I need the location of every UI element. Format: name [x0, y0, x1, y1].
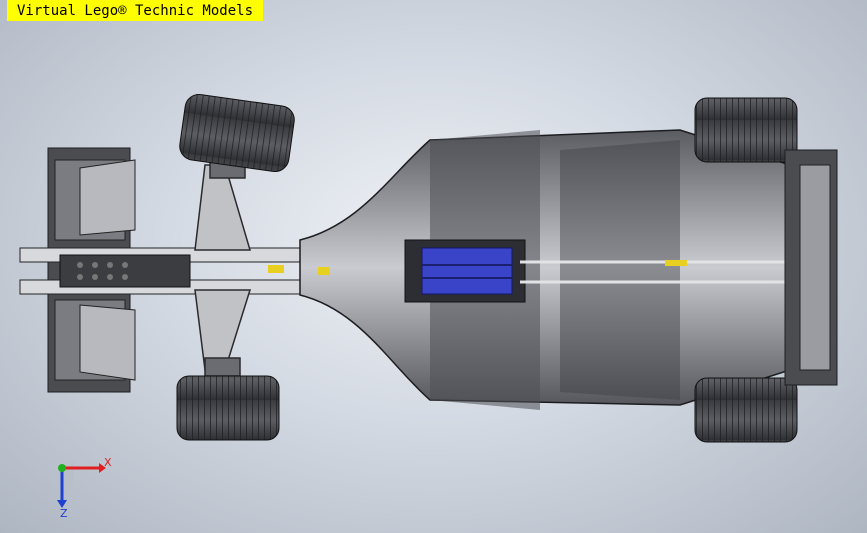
main-body	[299, 129, 791, 410]
x-arrowhead-icon	[99, 463, 106, 473]
nose-chassis	[19, 247, 381, 295]
z-axis-label: Z	[60, 507, 68, 520]
engine-block	[404, 239, 526, 303]
front-wing	[47, 147, 136, 393]
rear-left-tire	[694, 97, 798, 163]
front-suspension	[194, 159, 252, 377]
z-arrowhead-icon	[57, 500, 67, 508]
x-axis-label: X	[104, 456, 112, 469]
f1-car-model[interactable]	[19, 93, 838, 443]
model-title-banner: Virtual Lego® Technic Models	[7, 0, 264, 21]
rear-right-tire	[694, 377, 798, 443]
y-axis-dot	[58, 464, 66, 472]
coordinate-triad: X Z	[57, 456, 112, 520]
rear-wing	[784, 149, 838, 386]
front-left-tire	[179, 93, 295, 173]
accent-pins	[268, 260, 687, 275]
front-right-tire	[176, 375, 280, 441]
